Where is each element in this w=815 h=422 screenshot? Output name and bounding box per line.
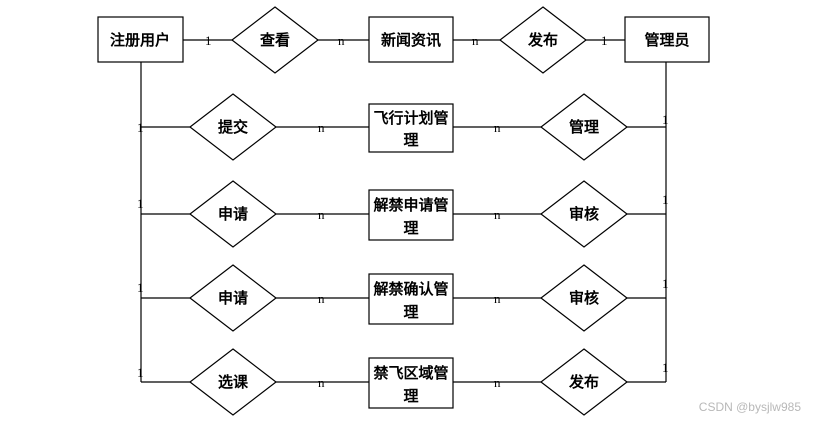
- rel-publish-news-diamond: [499, 6, 587, 74]
- entity-no-fly-zone-label-line2: 理: [403, 387, 418, 405]
- card-submit-flight: n: [318, 120, 325, 135]
- card-confirm-review: n: [494, 291, 501, 306]
- card-zone-publish: n: [494, 375, 501, 390]
- card-user-submit: 1: [137, 120, 144, 135]
- rel-review-confirm-label: 审核: [569, 289, 599, 307]
- rel-select-zone-diamond: [189, 348, 277, 416]
- rel-view-diamond: [231, 6, 319, 74]
- card-unban-review: n: [494, 207, 501, 222]
- card-apply-confirm-entity: n: [318, 291, 325, 306]
- card-publish-zone-admin: 1: [662, 360, 669, 375]
- card-news-publish: n: [472, 33, 479, 48]
- rel-manage-label: 管理: [569, 118, 599, 136]
- entity-user-label: 注册用户: [110, 31, 170, 49]
- entity-unban-confirm-label-line2: 理: [403, 303, 418, 321]
- rel-select-zone-label: 选课: [218, 373, 249, 391]
- connector-lines: [140, 39, 667, 383]
- card-user-apply-unban: 1: [137, 196, 144, 211]
- rel-publish-news-label: 发布: [527, 31, 558, 49]
- rel-manage-diamond: [540, 93, 628, 161]
- rel-apply-unban-diamond: [189, 180, 277, 248]
- card-publish-admin: 1: [601, 33, 608, 48]
- card-select-zone-entity: n: [318, 375, 325, 390]
- entity-flight-plan-label-line2: 理: [403, 131, 418, 149]
- card-manage-admin: 1: [662, 112, 669, 127]
- entity-admin-label: 管理员: [644, 31, 689, 49]
- card-user-select-zone: 1: [137, 365, 144, 380]
- card-view-news: n: [338, 33, 345, 48]
- rel-apply-confirm-label: 申请: [218, 289, 248, 307]
- rel-publish-zone-label: 发布: [568, 373, 599, 391]
- entity-flight-plan: [368, 103, 454, 153]
- card-review-unban-admin: 1: [662, 192, 669, 207]
- rel-review-unban-label: 审核: [569, 205, 599, 223]
- entity-admin: [624, 16, 710, 63]
- entity-unban-confirm: [368, 273, 454, 325]
- rel-apply-unban-label: 申请: [218, 205, 248, 223]
- card-user-view: 1: [205, 33, 212, 48]
- entity-unban-apply: [368, 189, 454, 241]
- entity-news-label: 新闻资讯: [381, 31, 441, 49]
- rel-view-label: 查看: [260, 31, 290, 49]
- card-apply-unban-entity: n: [318, 207, 325, 222]
- card-user-apply-confirm: 1: [137, 280, 144, 295]
- entity-no-fly-zone: [368, 357, 454, 409]
- card-review-confirm-admin: 1: [662, 276, 669, 291]
- watermark: CSDN @bysjlw985: [698, 400, 801, 414]
- card-flight-manage: n: [494, 120, 501, 135]
- entity-flight-plan-label-line1: 飞行计划管: [373, 109, 448, 127]
- rel-publish-zone-diamond: [540, 348, 628, 416]
- entity-news: [368, 16, 454, 63]
- rel-submit-label: 提交: [218, 118, 248, 136]
- entity-no-fly-zone-label-line1: 禁飞区域管: [373, 364, 448, 382]
- rel-apply-confirm-diamond: [189, 264, 277, 332]
- rel-review-confirm-diamond: [540, 264, 628, 332]
- entity-unban-confirm-label-line1: 解禁确认管: [373, 280, 448, 298]
- rel-submit-diamond: [189, 93, 277, 161]
- entity-unban-apply-label-line1: 解禁申请管: [373, 196, 448, 214]
- rel-review-unban-diamond: [540, 180, 628, 248]
- entity-user: [97, 16, 184, 63]
- entity-unban-apply-label-line2: 理: [403, 219, 418, 237]
